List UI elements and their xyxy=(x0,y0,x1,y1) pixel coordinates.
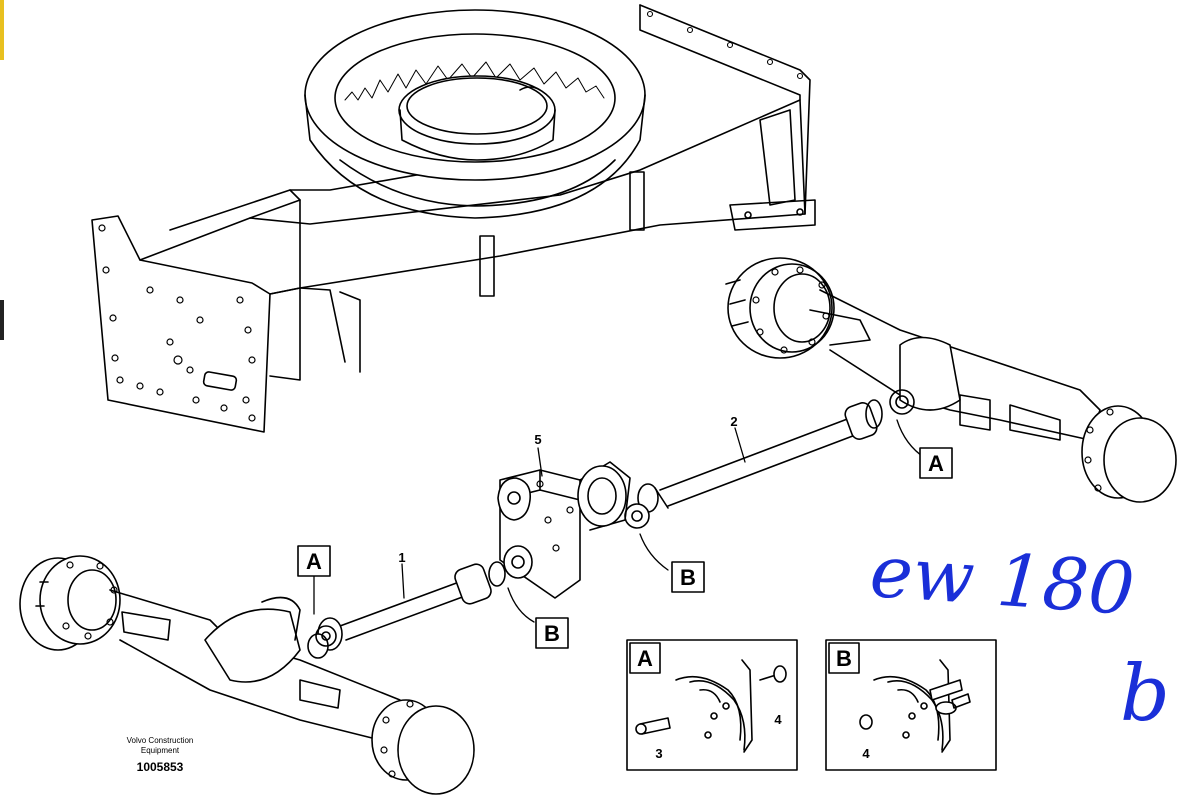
callout-part-2: 2 xyxy=(730,414,737,429)
transfer-gearbox xyxy=(497,461,631,599)
drawing-number: 1005853 xyxy=(136,760,184,774)
callout-part-4-a: 4 xyxy=(774,712,782,727)
drive-shaft-1 xyxy=(307,561,506,659)
view-label-a-rear: A xyxy=(928,451,944,476)
edge-tab-mid xyxy=(0,300,4,340)
detail-title-a: A xyxy=(637,646,653,671)
frame-assembly xyxy=(91,4,816,433)
publisher-line-1: Volvo Construction xyxy=(126,736,194,745)
detail-title-b: B xyxy=(836,646,852,671)
view-label-a-front: A xyxy=(306,549,322,574)
view-label-b-gearbox: B xyxy=(680,565,696,590)
callout-part-3: 3 xyxy=(655,746,662,761)
detail-box-a xyxy=(626,639,798,771)
label-box-a-front xyxy=(297,545,331,577)
drive-shaft-2 xyxy=(624,399,883,529)
rear-axle xyxy=(725,257,1177,503)
detail-box-b xyxy=(825,639,997,771)
label-box-b-gearbox xyxy=(671,561,705,593)
view-label-b-shaft: B xyxy=(544,621,560,646)
label-box-a-rear xyxy=(919,447,953,479)
publisher-line-2: Equipment xyxy=(140,746,180,755)
label-box-b-shaft xyxy=(535,617,569,649)
handwritten-note-line-1: ew 180 xyxy=(867,528,1138,632)
handwritten-note-line-2: b xyxy=(1120,649,1170,739)
callout-part-5: 5 xyxy=(534,432,541,447)
edge-tab-top xyxy=(0,0,4,60)
publisher-footer: Volvo Construction Equipment 1005853 xyxy=(100,736,220,776)
callout-part-1: 1 xyxy=(398,550,405,565)
front-axle xyxy=(19,555,475,795)
callout-part-4-b: 4 xyxy=(862,746,870,761)
